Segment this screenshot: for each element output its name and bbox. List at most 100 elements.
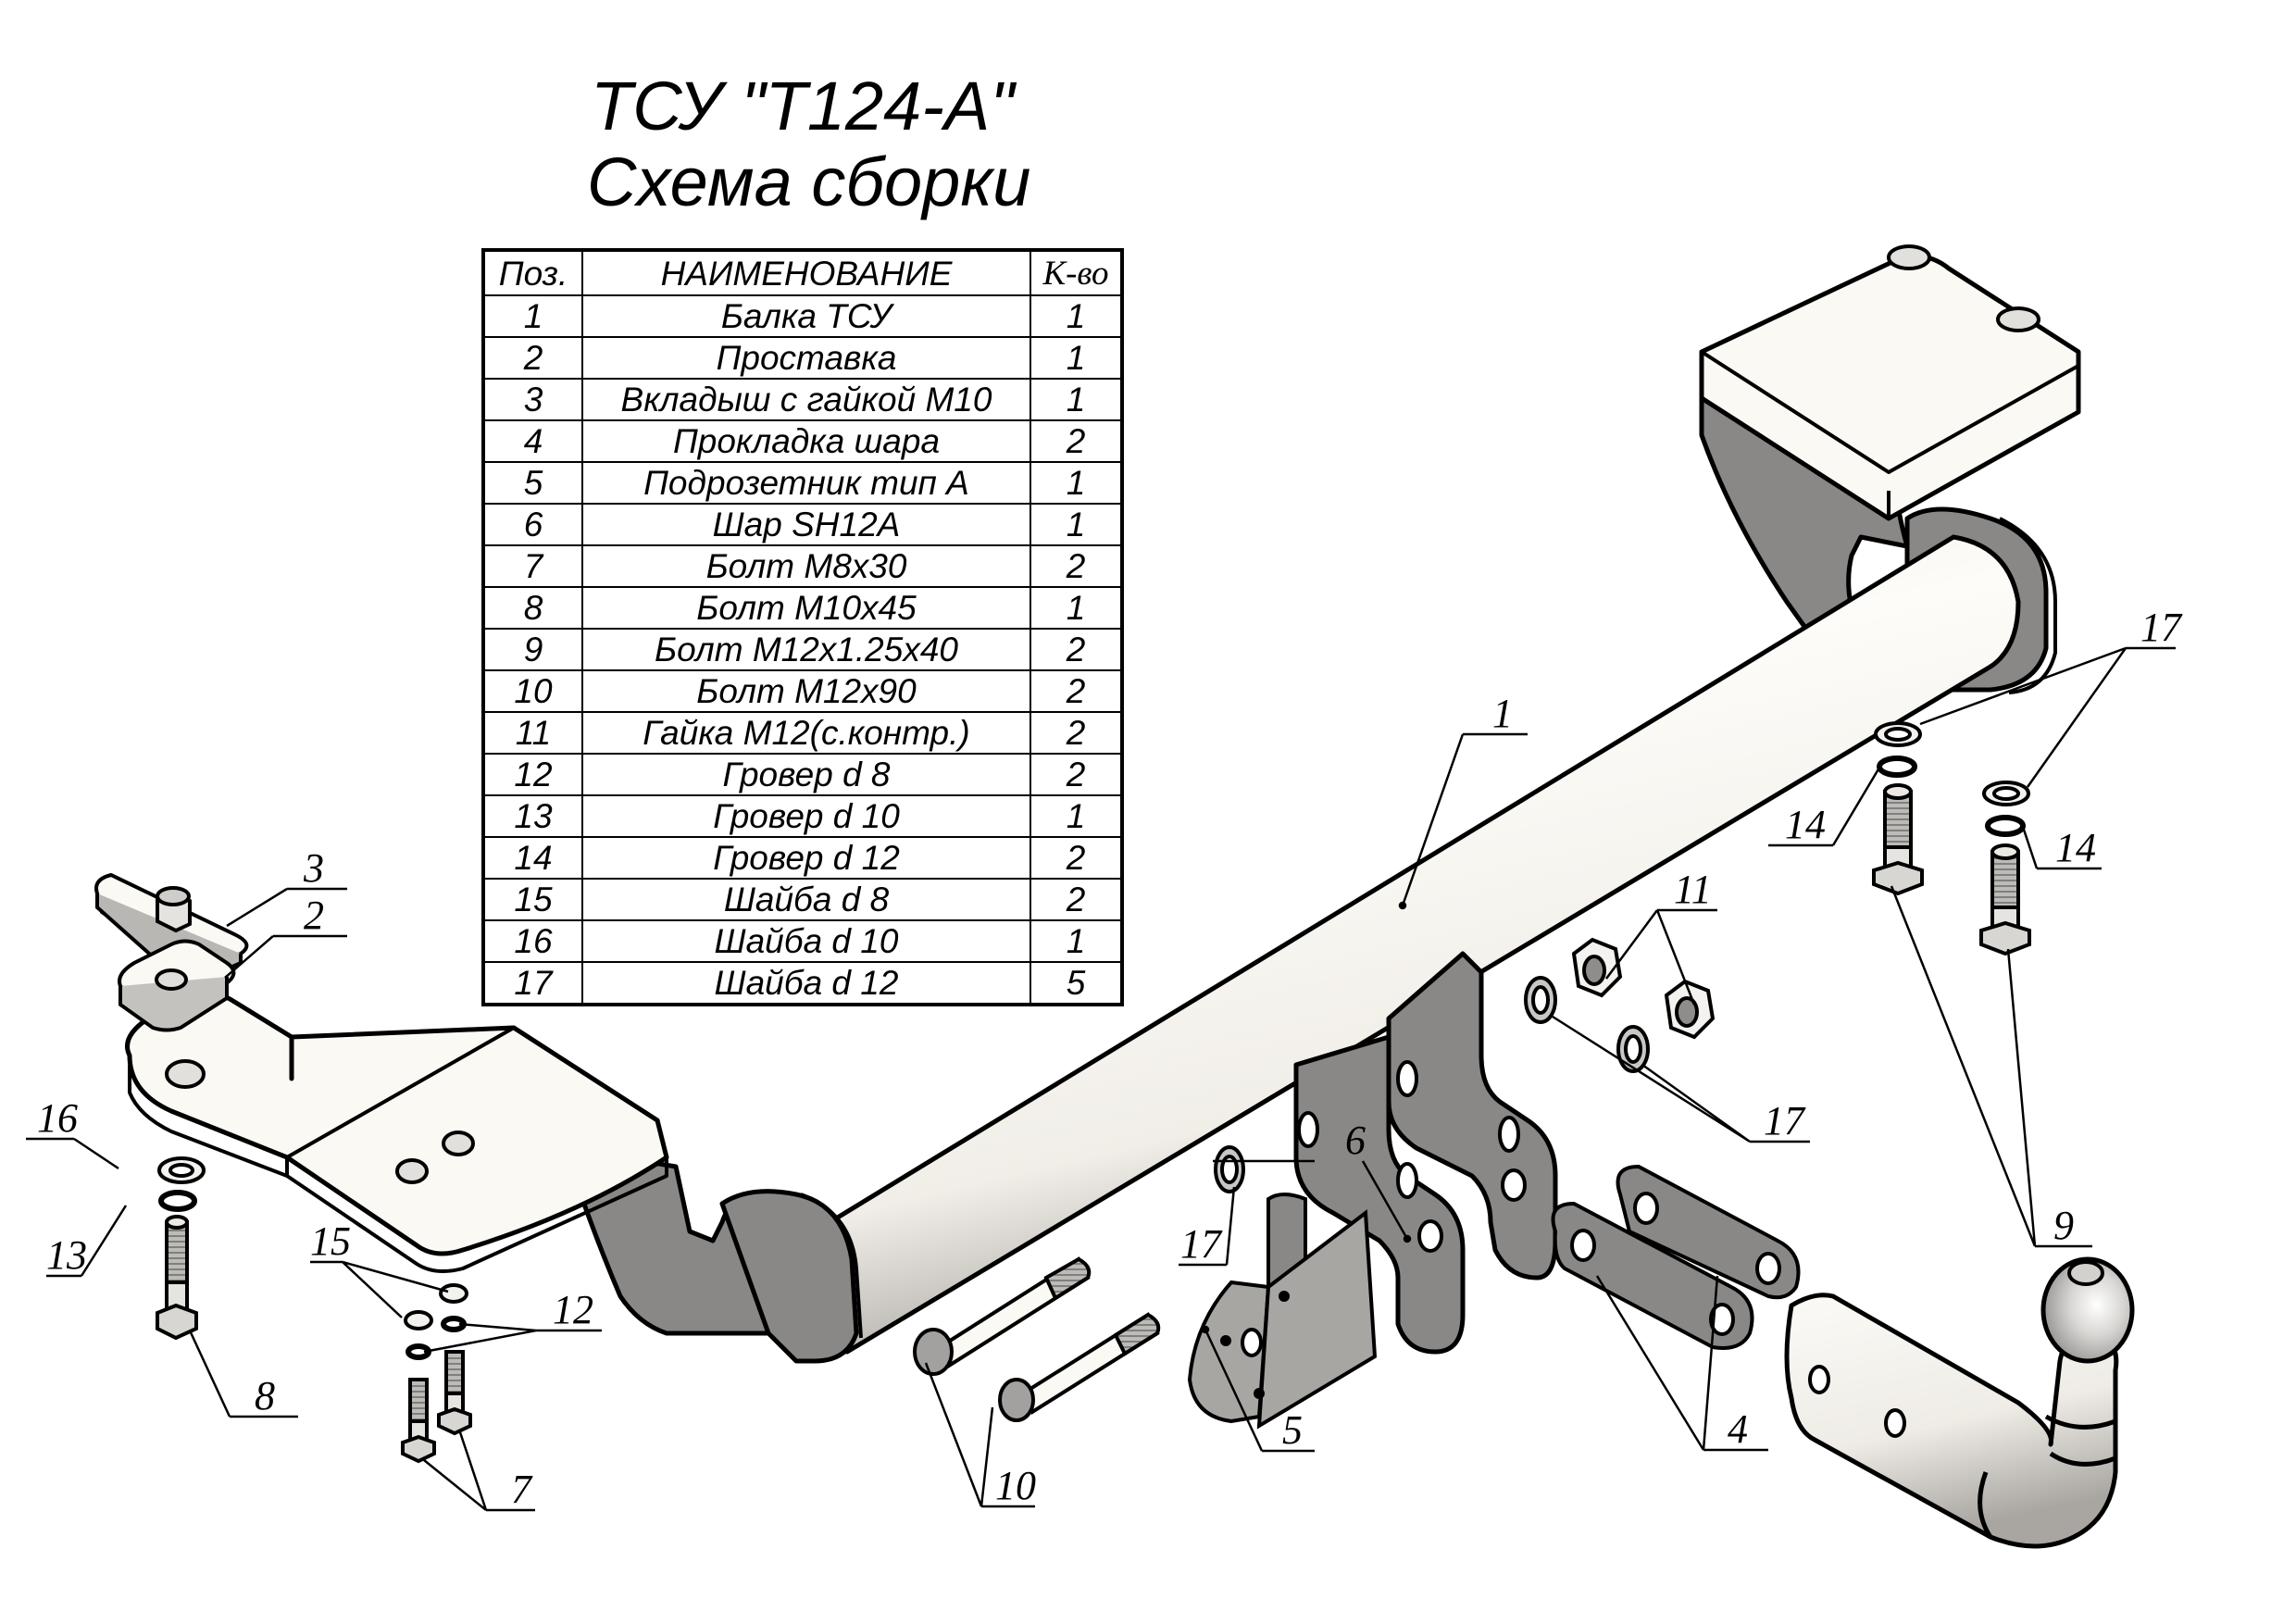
- part-16-washer-d10: [157, 1156, 206, 1184]
- bom-cell-pos: 8: [482, 586, 583, 630]
- leader-9: [1890, 885, 2092, 1248]
- bom-cell-qty: 2: [1029, 836, 1123, 880]
- flange-hole: [165, 1059, 206, 1089]
- leader-16: [26, 1137, 119, 1170]
- callout-4: 4: [1728, 1406, 1748, 1452]
- bom-cell-pos: 5: [482, 461, 583, 505]
- part-7-bolts-m8x30: [401, 1350, 472, 1464]
- callout-11: 11: [1674, 867, 1712, 912]
- bom-cell-pos: 1: [482, 294, 583, 338]
- part-17-washers-right: [1874, 721, 2030, 806]
- part-8-bolt-m10x45: [156, 1215, 198, 1341]
- part-11-lock-nuts-m12: [1571, 937, 1716, 1040]
- leader-2: [224, 934, 347, 979]
- leader-14b: [2021, 826, 2102, 870]
- bom-cell-qty: 1: [1029, 586, 1123, 630]
- bom-cell-qty: 2: [1029, 711, 1123, 755]
- bom-cell-name: Гровер d 8: [581, 753, 1031, 796]
- bom-cell-pos: 4: [482, 419, 583, 463]
- leader-3: [226, 887, 347, 928]
- bom-cell-pos: 2: [482, 336, 583, 380]
- part-10-bolts-m12x90: [913, 1256, 1161, 1422]
- leader-12: [423, 1322, 602, 1354]
- callout-13: 13: [46, 1232, 87, 1278]
- bom-cell-pos: 15: [482, 878, 583, 921]
- bom-cell-pos: 16: [482, 919, 583, 963]
- callout-17b: 17: [1180, 1221, 1223, 1267]
- part-6-tow-ball: [1784, 1256, 2135, 1549]
- drawing-title: ТСУ "Т124-А": [591, 68, 1015, 144]
- leader-13: [46, 1205, 128, 1278]
- bom-cell-qty: 2: [1029, 544, 1123, 588]
- bom-cell-name: Гровер d 10: [581, 794, 1031, 838]
- bom-header-name: НАИМЕНОВАНИЕ: [581, 249, 1031, 296]
- bom-cell-qty: 1: [1029, 919, 1123, 963]
- part-9-bolts-m12x1-25x40: [1872, 783, 2031, 956]
- bom-cell-name: Шар SH12A: [581, 503, 1031, 546]
- part-15-washers-d8: [404, 1283, 468, 1330]
- callout-17a: 17: [1764, 1098, 1806, 1143]
- bom-cell-pos: 6: [482, 503, 583, 546]
- bom-cell-qty: 1: [1029, 794, 1123, 838]
- callout-16: 16: [37, 1095, 78, 1141]
- bom-cell-name: Прокладка шара: [581, 419, 1031, 463]
- leader-7: [423, 1431, 535, 1512]
- callout-3: 3: [303, 845, 324, 891]
- callout-12: 12: [553, 1287, 593, 1332]
- leader-14a: [1768, 767, 1881, 847]
- flange-hole: [395, 1158, 429, 1184]
- callout-labels: 1 2 3 4 5 6 7 8 9 10 11 12 13 14 14 15 1…: [37, 605, 2183, 1512]
- leader-17b: [1179, 1186, 1236, 1267]
- bom-cell-qty: 1: [1029, 503, 1123, 546]
- callout-6: 6: [1345, 1118, 1366, 1163]
- part-2-spacer: [118, 939, 236, 1032]
- bom-cell-pos: 3: [482, 378, 583, 421]
- bom-cell-qty: 2: [1029, 753, 1123, 796]
- callout-10: 10: [995, 1463, 1036, 1508]
- bom-cell-pos: 12: [482, 753, 583, 796]
- part-5-socket-bracket: [1187, 1193, 1378, 1430]
- leader-17c: [1919, 646, 2176, 788]
- bom-cell-name: Шайба d 10: [581, 919, 1031, 963]
- leader-6: [1213, 1159, 1409, 1240]
- part-3-insert-with-nut: [94, 872, 249, 984]
- bom-cell-name: Болт М8x30: [581, 544, 1031, 588]
- bom-cell-pos: 14: [482, 836, 583, 880]
- bom-cell-name: Болт М12x90: [581, 669, 1031, 713]
- bom-cell-name: Шайба d 8: [581, 878, 1031, 921]
- leader-11: [1604, 908, 1717, 1006]
- bom-cell-qty: 2: [1029, 669, 1123, 713]
- bom-cell-name: Гровер d 12: [581, 836, 1031, 880]
- callout-1: 1: [1492, 691, 1513, 736]
- part-13-spring-washer-d10: [158, 1190, 197, 1212]
- callout-14b: 14: [2055, 825, 2096, 870]
- leader-lines: [26, 646, 2176, 1512]
- bom-header-row: Поз. НАИМЕНОВАНИЕ К-во: [482, 249, 1123, 296]
- part-14-spring-washers-d12: [1877, 756, 2026, 837]
- bom-header-qty: К-во: [1029, 249, 1123, 296]
- bom-cell-qty: 1: [1029, 461, 1123, 505]
- callout-14a: 14: [1785, 802, 1826, 847]
- leader-10: [924, 1362, 1035, 1508]
- bom-cell-pos: 7: [482, 544, 583, 588]
- bom-cell-qty: 2: [1029, 878, 1123, 921]
- flange-hole: [442, 1131, 475, 1156]
- bom-cell-pos: 17: [482, 961, 583, 1006]
- leader-15: [310, 1260, 449, 1318]
